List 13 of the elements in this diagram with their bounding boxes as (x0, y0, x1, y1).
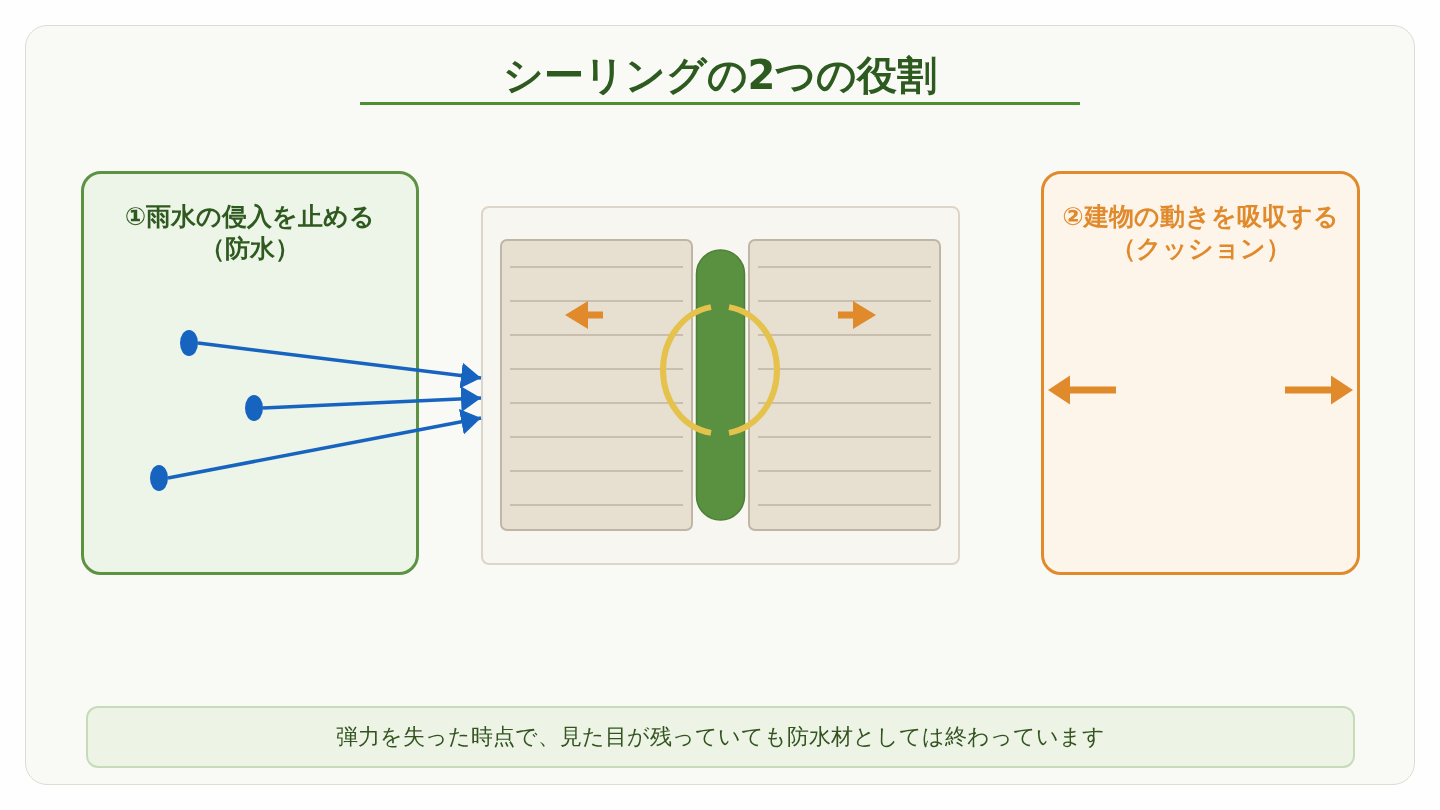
arrow (167, 409, 482, 480)
panel-heading: ②建物の動きを吸収する（クッション） (1061, 201, 1340, 265)
drop-icon (245, 395, 263, 421)
joint-illustration (481, 206, 960, 565)
drop-icon (150, 465, 168, 491)
title: シーリングの2つの役割 (502, 51, 938, 100)
note-banner: 弾力を失った時点で、見た目が残っていても防水材としては終わっています (86, 706, 1355, 768)
panel-heading: ①雨水の侵入を止める（防水） (123, 201, 377, 265)
drop-icon (180, 330, 198, 356)
arrow (197, 341, 482, 389)
arrow (262, 385, 482, 412)
role-panel (1041, 171, 1360, 575)
role-panel (81, 171, 419, 575)
